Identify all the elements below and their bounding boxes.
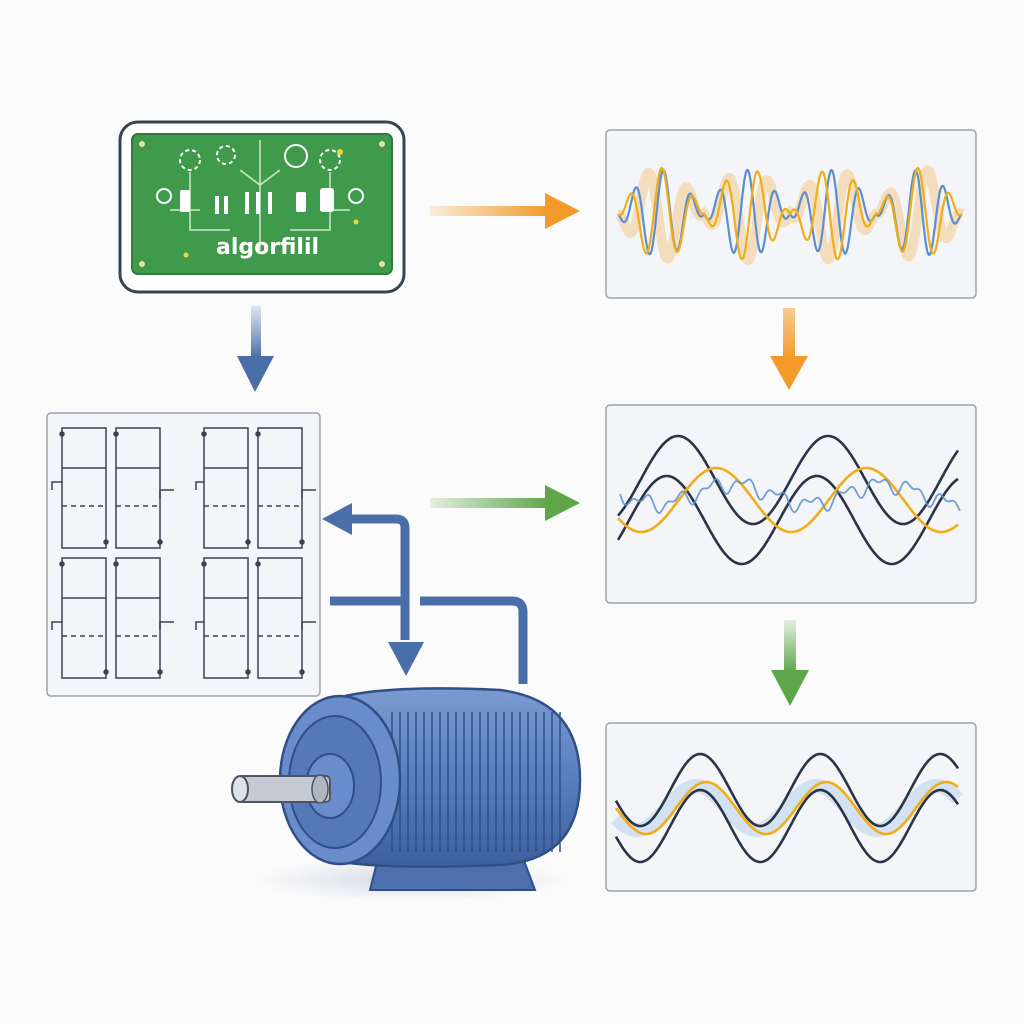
arrow-wave2-to-wave3 bbox=[771, 620, 809, 706]
feedback-arrow-head-left bbox=[322, 503, 352, 535]
chip-label: algorfilil bbox=[216, 235, 319, 260]
waveform-panel-3 bbox=[605, 722, 977, 892]
electric-motor-icon bbox=[231, 687, 582, 902]
waveform-icon bbox=[610, 752, 964, 864]
arrow-board-to-wave1 bbox=[430, 193, 580, 229]
waveform-panel-2 bbox=[605, 404, 977, 604]
inverter-circuit-icon bbox=[46, 412, 321, 697]
waveform-panel-1 bbox=[605, 129, 977, 299]
feedback-arrow-head-down bbox=[388, 642, 424, 676]
circuit-board-icon: algorfilil bbox=[118, 120, 406, 294]
arrow-wave1-to-wave2 bbox=[770, 308, 808, 390]
waveform-icon bbox=[615, 164, 966, 265]
arrow-board-to-inverter bbox=[237, 306, 274, 392]
arrow-inverter-to-wave2 bbox=[430, 485, 580, 521]
feedback-arrows bbox=[330, 514, 528, 684]
waveform-icon bbox=[616, 434, 961, 566]
